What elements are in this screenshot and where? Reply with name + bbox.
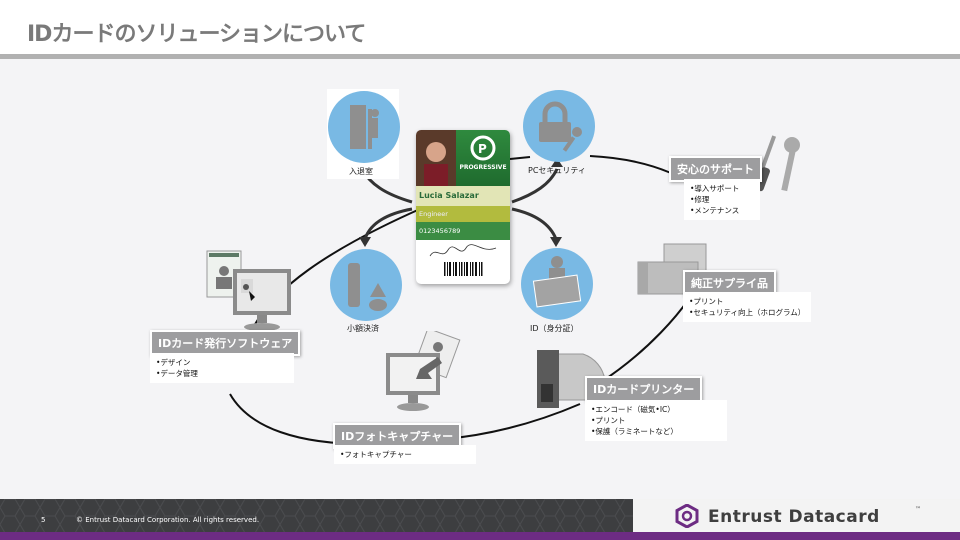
supplies-item: •セキュリティ向上（ホログラム） [689, 308, 806, 317]
cycle-ellipse [229, 155, 716, 445]
entrust-hexagon-icon [675, 504, 699, 528]
supplies-header: 純正サプライ品 [683, 270, 776, 296]
card-number: 0123456789 [416, 222, 510, 240]
padlock-key-icon [523, 90, 595, 162]
card-company: PROGRESSIVE [459, 164, 507, 171]
printer-header: IDカードプリンター [585, 376, 703, 402]
page-title: IDカードのソリューションについて [27, 22, 366, 47]
arrow-head-pc [551, 158, 563, 167]
solution-diagram: 入退室 PCセキュリティ 小額決済 ID（身分証） P PROGRESSIVE … [0, 59, 960, 499]
arrow-to-payment [363, 207, 413, 240]
card-brand-panel: P PROGRESSIVE [456, 130, 510, 186]
software-details: •デザイン •データ管理 [150, 353, 294, 383]
software-item: •データ管理 [156, 369, 198, 378]
arrow-head-payment [359, 237, 371, 247]
arrow-to-pc [511, 168, 559, 204]
tools-icon [756, 135, 800, 192]
brand-name: Entrust Datacard [708, 507, 880, 527]
printer-item: •プリント [591, 416, 626, 425]
cycle-lines [229, 155, 716, 445]
company-logo-icon: P [470, 135, 496, 161]
software-item: •デザイン [156, 358, 191, 367]
id-card-sample: P PROGRESSIVE Lucia Salazar Engineer 012… [416, 130, 510, 284]
capture-details: •フォトキャプチャー [334, 445, 476, 464]
arrow-head-id [550, 237, 562, 247]
support-details: •導入サポート •修理 •メンテナンス [684, 179, 760, 220]
door-person-icon [328, 91, 400, 163]
brand-logo: Entrust Datacard ™ [633, 499, 960, 532]
copyright-text: © Entrust Datacard Corporation. All righ… [76, 516, 260, 524]
trademark: ™ [915, 506, 921, 513]
footer-accent-bar [0, 532, 960, 540]
use-label-id: ID（身分証） [530, 324, 579, 333]
card-photo [416, 130, 456, 186]
photo-capture-monitor-icon [386, 331, 461, 411]
use-label-payment: 小額決済 [347, 324, 379, 333]
support-item: •修理 [690, 195, 710, 204]
supplies-item: •プリント [689, 297, 724, 306]
title-divider [0, 54, 960, 59]
page-number: 5 [41, 516, 46, 524]
software-monitor-icon [206, 250, 291, 331]
capture-header: IDフォトキャプチャー [333, 423, 462, 449]
card-signature-barcode [429, 244, 497, 276]
bottle-food-icon [330, 249, 402, 321]
hex-pattern [0, 499, 633, 532]
card-role: Engineer [416, 206, 510, 222]
printer-item: •保護（ラミネートなど） [591, 427, 678, 436]
capture-item: •フォトキャプチャー [340, 450, 412, 459]
printer-details: •エンコード（磁気•IC） •プリント •保護（ラミネートなど） [585, 400, 727, 441]
use-label-entry: 入退室 [349, 167, 373, 176]
support-item: •導入サポート [690, 184, 740, 193]
card-name: Lucia Salazar [416, 186, 510, 206]
support-item: •メンテナンス [690, 206, 740, 215]
use-label-pc: PCセキュリティ [528, 166, 586, 175]
printer-item: •エンコード（磁気•IC） [591, 405, 675, 414]
svg-text:P: P [478, 142, 487, 156]
supplies-details: •プリント •セキュリティ向上（ホログラム） [683, 292, 811, 322]
title-bar: IDカードのソリューションについて [0, 0, 960, 54]
person-id-card-icon [521, 248, 593, 320]
arrow-to-id [511, 207, 558, 240]
